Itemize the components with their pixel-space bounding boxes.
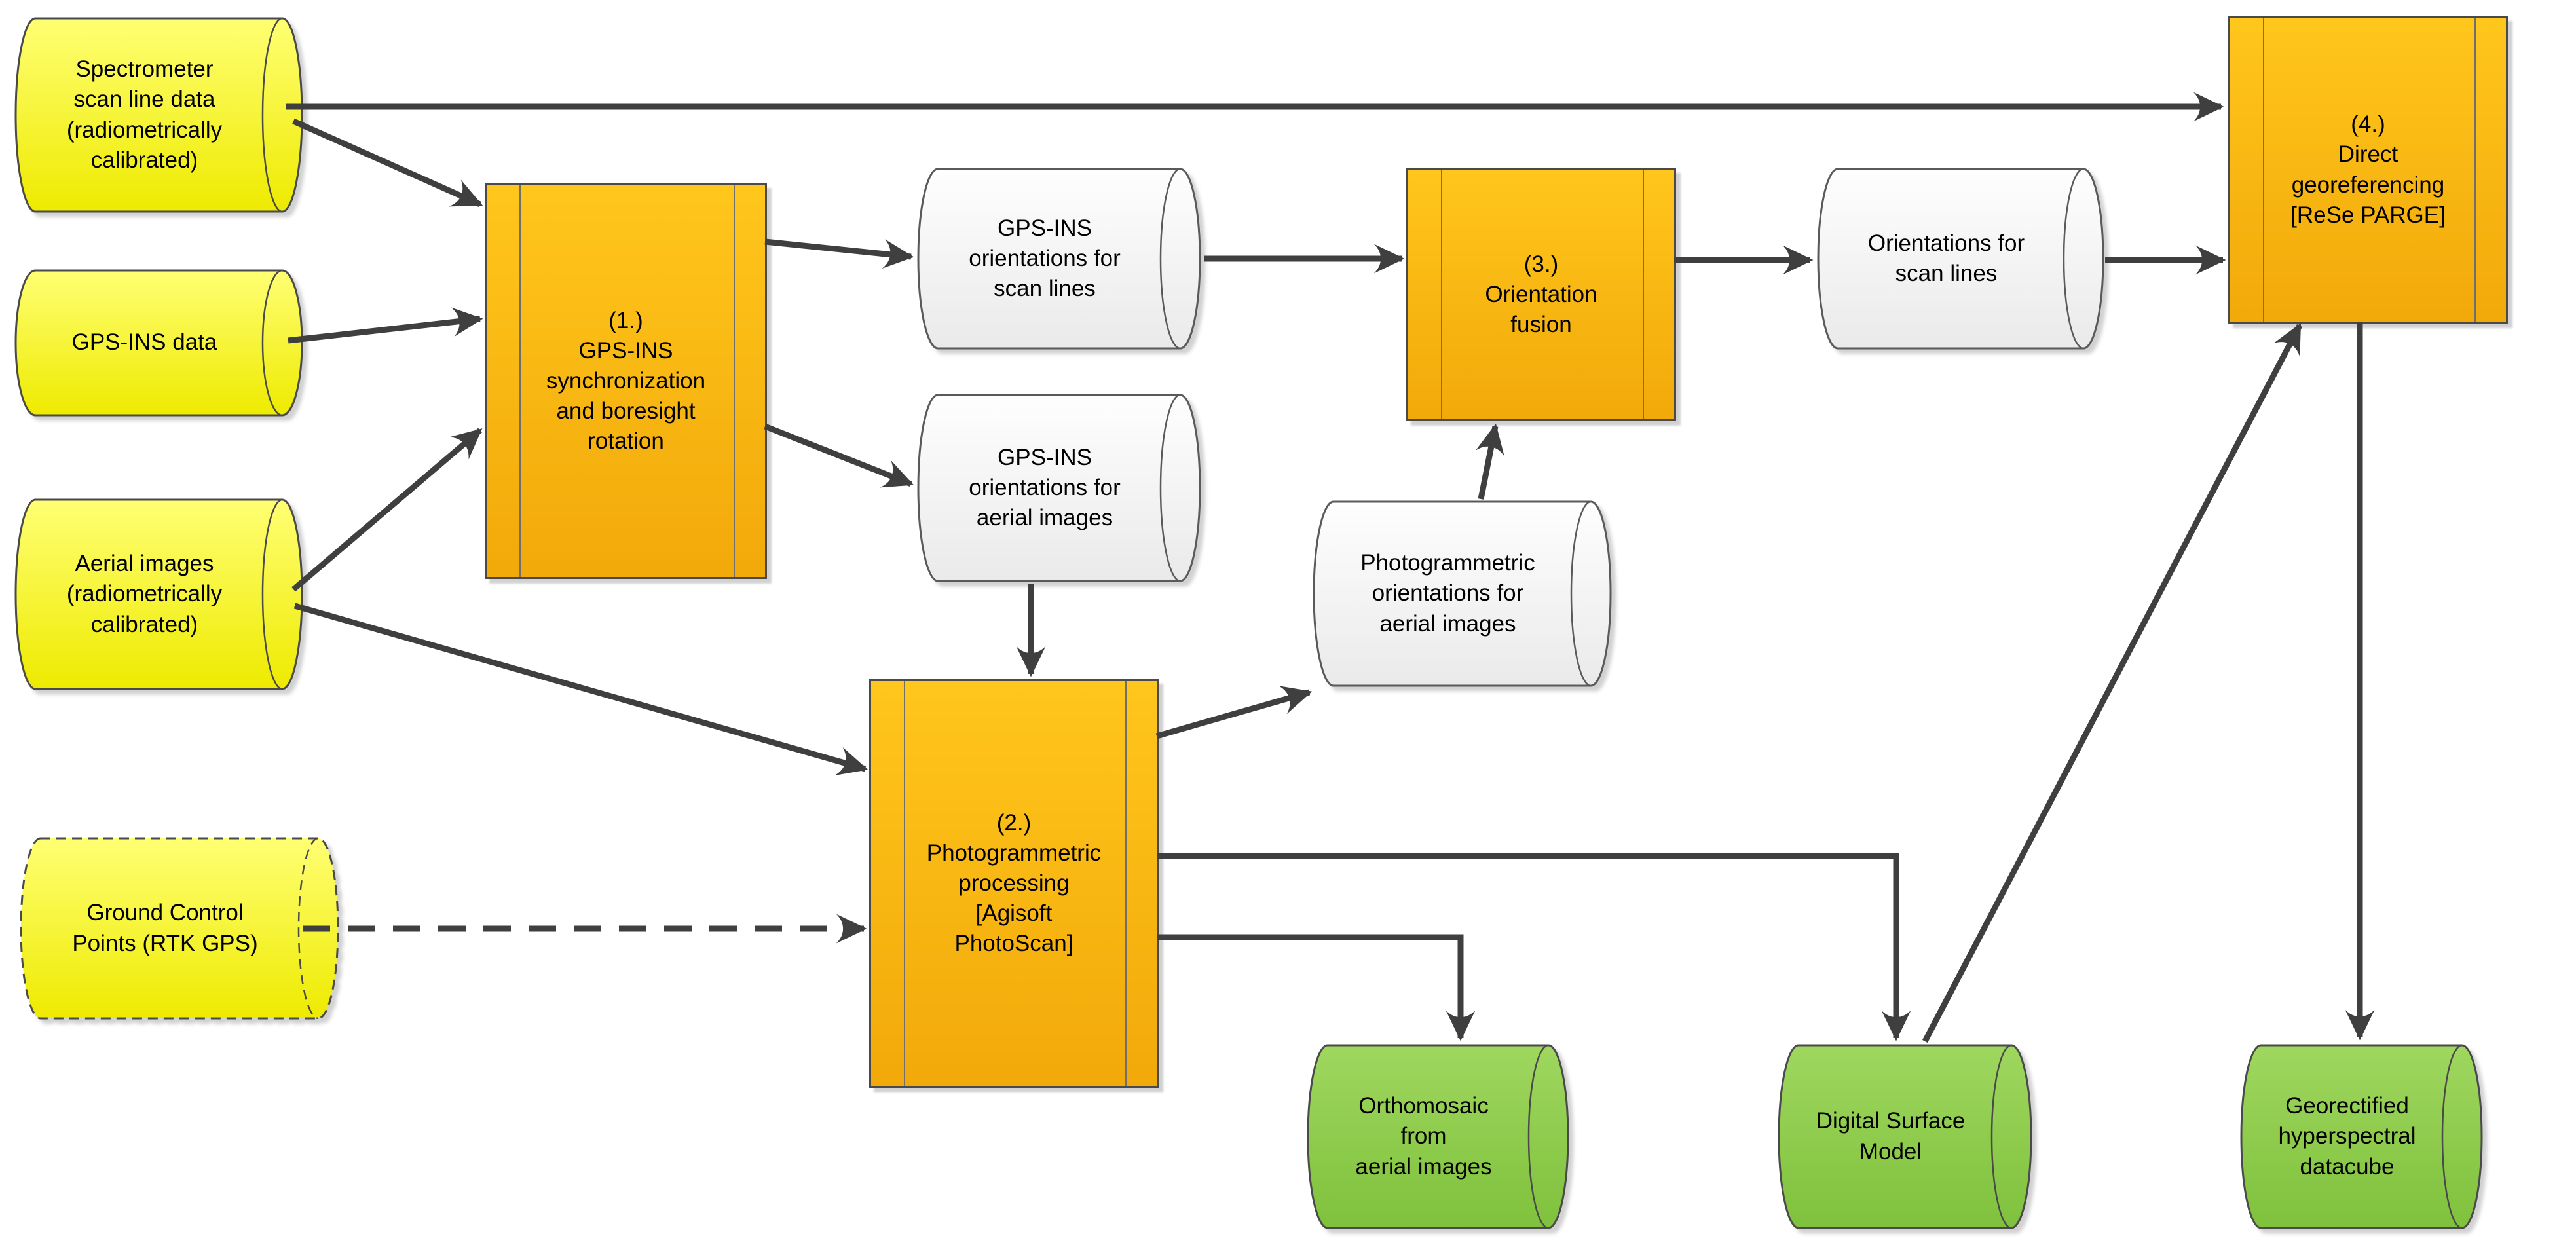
data-orientations-scan-lines-label: Orientations for scan lines bbox=[1867, 230, 2025, 286]
arrow-photogrammetric-orientations-to-p3 bbox=[1475, 423, 1504, 500]
process-1-gps-ins-sync-box: (1.) GPS-INS synchronization and boresig… bbox=[485, 183, 767, 579]
data-gps-ins-orientations-aerial-label: GPS-INS orientations for aerial images bbox=[969, 444, 1121, 531]
input-spectrometer-label: Spectrometer scan line data (radiometric… bbox=[66, 56, 223, 173]
process-2-label: (2.) Photogrammetric processing [Agisoft… bbox=[926, 810, 1102, 957]
arrow-p1-to-orientations-scan bbox=[764, 238, 914, 269]
process-3-label: (3.) Orientation fusion bbox=[1485, 251, 1597, 338]
data-gps-ins-orientations-scan-lines-cylinder: GPS-INS orientations for scan lines bbox=[916, 167, 1203, 350]
arrow-dsm-to-p4 bbox=[1922, 323, 2302, 1043]
arrow-aerial-to-p1 bbox=[291, 428, 483, 592]
arrow-p2-to-photogrammetric-orientations bbox=[1155, 686, 1313, 739]
output-digital-surface-model-cylinder: Digital Surface Model bbox=[1776, 1043, 2034, 1230]
output-digital-surface-model-label: Digital Surface Model bbox=[1816, 1108, 1966, 1164]
input-gps-ins-label: GPS-INS data bbox=[71, 329, 217, 356]
data-gps-ins-orientations-aerial-cylinder: GPS-INS orientations for aerial images bbox=[916, 393, 1203, 583]
arrow-p1-to-orientations-aerial bbox=[764, 423, 914, 488]
arrow-aerial-to-p2 bbox=[293, 603, 868, 776]
input-spectrometer-cylinder: Spectrometer scan line data (radiometric… bbox=[13, 16, 305, 214]
arrow-gps-ins-to-p1 bbox=[288, 307, 483, 344]
output-orthomosaic-label: Orthomosaic from aerial images bbox=[1355, 1093, 1492, 1180]
input-aerial-images-label: Aerial images (radiometrically calibrate… bbox=[66, 551, 223, 637]
input-aerial-images-cylinder: Aerial images (radiometrically calibrate… bbox=[13, 498, 305, 691]
input-ground-control-points-cylinder: Ground Control Points (RTK GPS) bbox=[18, 836, 341, 1020]
data-gps-ins-orientations-scan-lines-label: GPS-INS orientations for scan lines bbox=[969, 215, 1121, 302]
output-georectified-datacube-label: Georectified hyperspectral datacube bbox=[2278, 1093, 2416, 1180]
arrow-p2-to-dsm bbox=[1157, 853, 1911, 1041]
process-4-direct-georeferencing-box: (4.) Direct georeferencing [ReSe PARGE] bbox=[2228, 16, 2508, 324]
output-georectified-datacube-cylinder: Georectified hyperspectral datacube bbox=[2239, 1043, 2484, 1230]
process-4-label: (4.) Direct georeferencing [ReSe PARGE] bbox=[2290, 111, 2446, 228]
arrow-spectrometer-to-p1 bbox=[292, 118, 483, 208]
process-3-orientation-fusion-box: (3.) Orientation fusion bbox=[1406, 168, 1676, 421]
data-photogrammetric-orientations-cylinder: Photogrammetric orientations for aerial … bbox=[1311, 500, 1613, 688]
input-ground-control-points-label: Ground Control Points (RTK GPS) bbox=[72, 900, 258, 956]
input-gps-ins-cylinder: GPS-INS data bbox=[13, 269, 305, 417]
arrow-p2-to-orthomosaic bbox=[1157, 934, 1476, 1041]
data-orientations-scan-lines-cylinder: Orientations for scan lines bbox=[1816, 167, 2106, 350]
process-1-label: (1.) GPS-INS synchronization and boresig… bbox=[546, 307, 706, 455]
output-orthomosaic-cylinder: Orthomosaic from aerial images bbox=[1305, 1043, 1571, 1230]
data-photogrammetric-orientations-label: Photogrammetric orientations for aerial … bbox=[1360, 550, 1535, 637]
process-2-photogrammetric-box: (2.) Photogrammetric processing [Agisoft… bbox=[869, 679, 1159, 1088]
